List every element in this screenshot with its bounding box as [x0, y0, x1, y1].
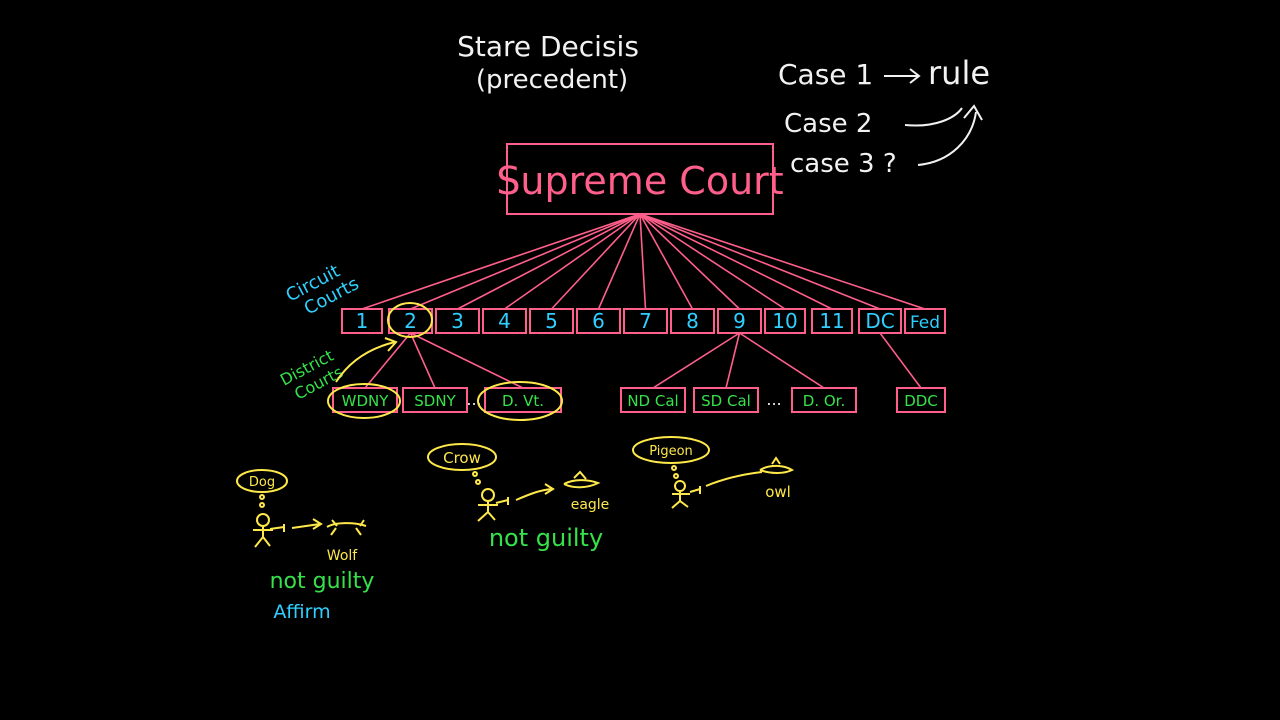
- svg-text:Dog: Dog: [249, 475, 275, 490]
- line-to-circuit-10: [639, 213, 786, 310]
- line-to-district-wdny: [364, 332, 412, 389]
- circuit-box-6: 6: [576, 308, 621, 334]
- title-line-1: Stare Decisis: [457, 30, 639, 63]
- circuit-label-6: 6: [592, 309, 605, 333]
- circle-circuit-2: [387, 302, 433, 338]
- line-to-district-sdny: [409, 332, 436, 389]
- line-to-circuit-fed: [639, 213, 926, 310]
- district-box-nd-cal: ND Cal: [620, 387, 686, 413]
- line-to-circuit-4: [504, 213, 641, 310]
- circuit-box-10: 10: [764, 308, 806, 334]
- circuit-label-9: 9: [733, 309, 746, 333]
- owl-sketch: [759, 456, 795, 474]
- circuit-box-5: 5: [529, 308, 574, 334]
- circuit-label-11: 11: [819, 309, 844, 333]
- line-to-district-sd-cal: [725, 332, 741, 389]
- arrow-to-wolf: [291, 523, 321, 529]
- supreme-to-circuit-lines: [361, 213, 926, 310]
- circuit-box-1: 1: [341, 308, 383, 334]
- circuit-label-5: 5: [545, 309, 558, 333]
- district-label-nd-cal: ND Cal: [627, 392, 678, 410]
- circuit-label-10: 10: [772, 309, 797, 333]
- case3-label: case 3 ?: [790, 149, 897, 179]
- supreme-court-label: Supreme Court: [496, 159, 783, 203]
- district-box-d-or: D. Or.: [791, 387, 857, 413]
- line-to-district-d-vt: [410, 332, 524, 389]
- circuit-label-8: 8: [686, 309, 699, 333]
- district-box-ddc: DDC: [896, 387, 946, 413]
- arrow-case2-to-rule: [904, 107, 963, 127]
- district-box-sdny: SDNY: [402, 387, 468, 413]
- line-to-circuit-5: [550, 213, 641, 310]
- line-to-circuit-8: [639, 213, 694, 310]
- svg-text:Affirm: Affirm: [273, 601, 330, 623]
- line-to-circuit-7: [639, 213, 647, 310]
- scenario-crow: Crow eagle not guilty: [427, 443, 610, 552]
- line-to-circuit-dc: [639, 213, 881, 310]
- district-box-sd-cal: SD Cal: [693, 387, 759, 413]
- circuit-box-fed: Fed: [904, 308, 946, 334]
- scenario-dog: Dog Wolf not guilty Affirm: [236, 469, 375, 623]
- arrow-case3-to-rule: [917, 111, 977, 166]
- circuit-box-dc: DC: [858, 308, 902, 334]
- svg-text:eagle: eagle: [571, 497, 610, 513]
- district-label-ddc: DDC: [904, 392, 938, 410]
- svg-text:owl: owl: [765, 483, 791, 501]
- line-to-circuit-6: [597, 213, 641, 310]
- arrow-to-eagle: [515, 488, 553, 501]
- line-to-circuit-2: [410, 213, 641, 310]
- line-to-circuit-1: [361, 213, 641, 310]
- case1-label: Case 1: [778, 58, 873, 91]
- line-to-circuit-3: [457, 213, 641, 310]
- circle-d-vt: [477, 381, 563, 421]
- circuit-to-district-lines: [364, 332, 922, 389]
- wolf-sketch: [326, 519, 367, 536]
- circuit-box-3: 3: [435, 308, 480, 334]
- circuit-label-2: 2: [404, 309, 417, 333]
- circuit-label-fed: Fed: [910, 313, 940, 333]
- svg-text:not guilty: not guilty: [489, 524, 603, 552]
- district-label-arrow: [335, 341, 396, 383]
- arrow-to-owl: [705, 471, 763, 487]
- circuit-box-4: 4: [482, 308, 527, 334]
- svg-text:Wolf: Wolf: [327, 548, 358, 564]
- district-label-arrowhead: [384, 337, 398, 352]
- district-label-d-or: D. Or.: [803, 392, 845, 410]
- rule-arrowhead: [963, 104, 983, 121]
- line-to-district-d-or: [739, 332, 825, 389]
- case2-label: Case 2: [784, 109, 872, 139]
- svg-text:not guilty: not guilty: [270, 569, 375, 594]
- circuit-label-dc: DC: [865, 309, 894, 333]
- svg-text:Pigeon: Pigeon: [649, 444, 693, 459]
- circuit-label-1: 1: [356, 309, 369, 333]
- svg-text:Crow: Crow: [443, 449, 481, 467]
- circuit-label-7: 7: [639, 309, 652, 333]
- title-line-2: (precedent): [476, 65, 628, 95]
- circle-wdny: [327, 383, 401, 419]
- district-ellipsis: ...: [766, 390, 781, 409]
- circuit-courts-row: 1 2 3 4 5 6 7 8 9 10 11 DC Fed: [341, 308, 946, 334]
- circuit-box-8: 8: [670, 308, 715, 334]
- line-to-circuit-11: [639, 213, 833, 310]
- district-label-d-vt: D. Vt.: [502, 392, 544, 410]
- rule-label: rule: [928, 54, 990, 92]
- arrow-case1-to-rule: [884, 68, 921, 84]
- district-label-wdny: WDNY: [342, 392, 390, 410]
- circuit-box-7: 7: [623, 308, 668, 334]
- circuit-box-9: 9: [717, 308, 762, 334]
- circuit-box-11: 11: [811, 308, 853, 334]
- scenario-pigeon: Pigeon owl: [632, 436, 795, 509]
- line-to-circuit-9: [639, 213, 741, 310]
- circuit-label-4: 4: [498, 309, 511, 333]
- district-box-wdny: WDNY: [332, 387, 398, 413]
- line-to-district-nd-cal: [652, 332, 740, 389]
- eagle-sketch: [563, 470, 601, 489]
- circuit-label-3: 3: [451, 309, 464, 333]
- line-to-district-ddc: [879, 332, 922, 389]
- district-label-sdny: SDNY: [414, 392, 456, 410]
- district-label-sd-cal: SD Cal: [701, 392, 751, 410]
